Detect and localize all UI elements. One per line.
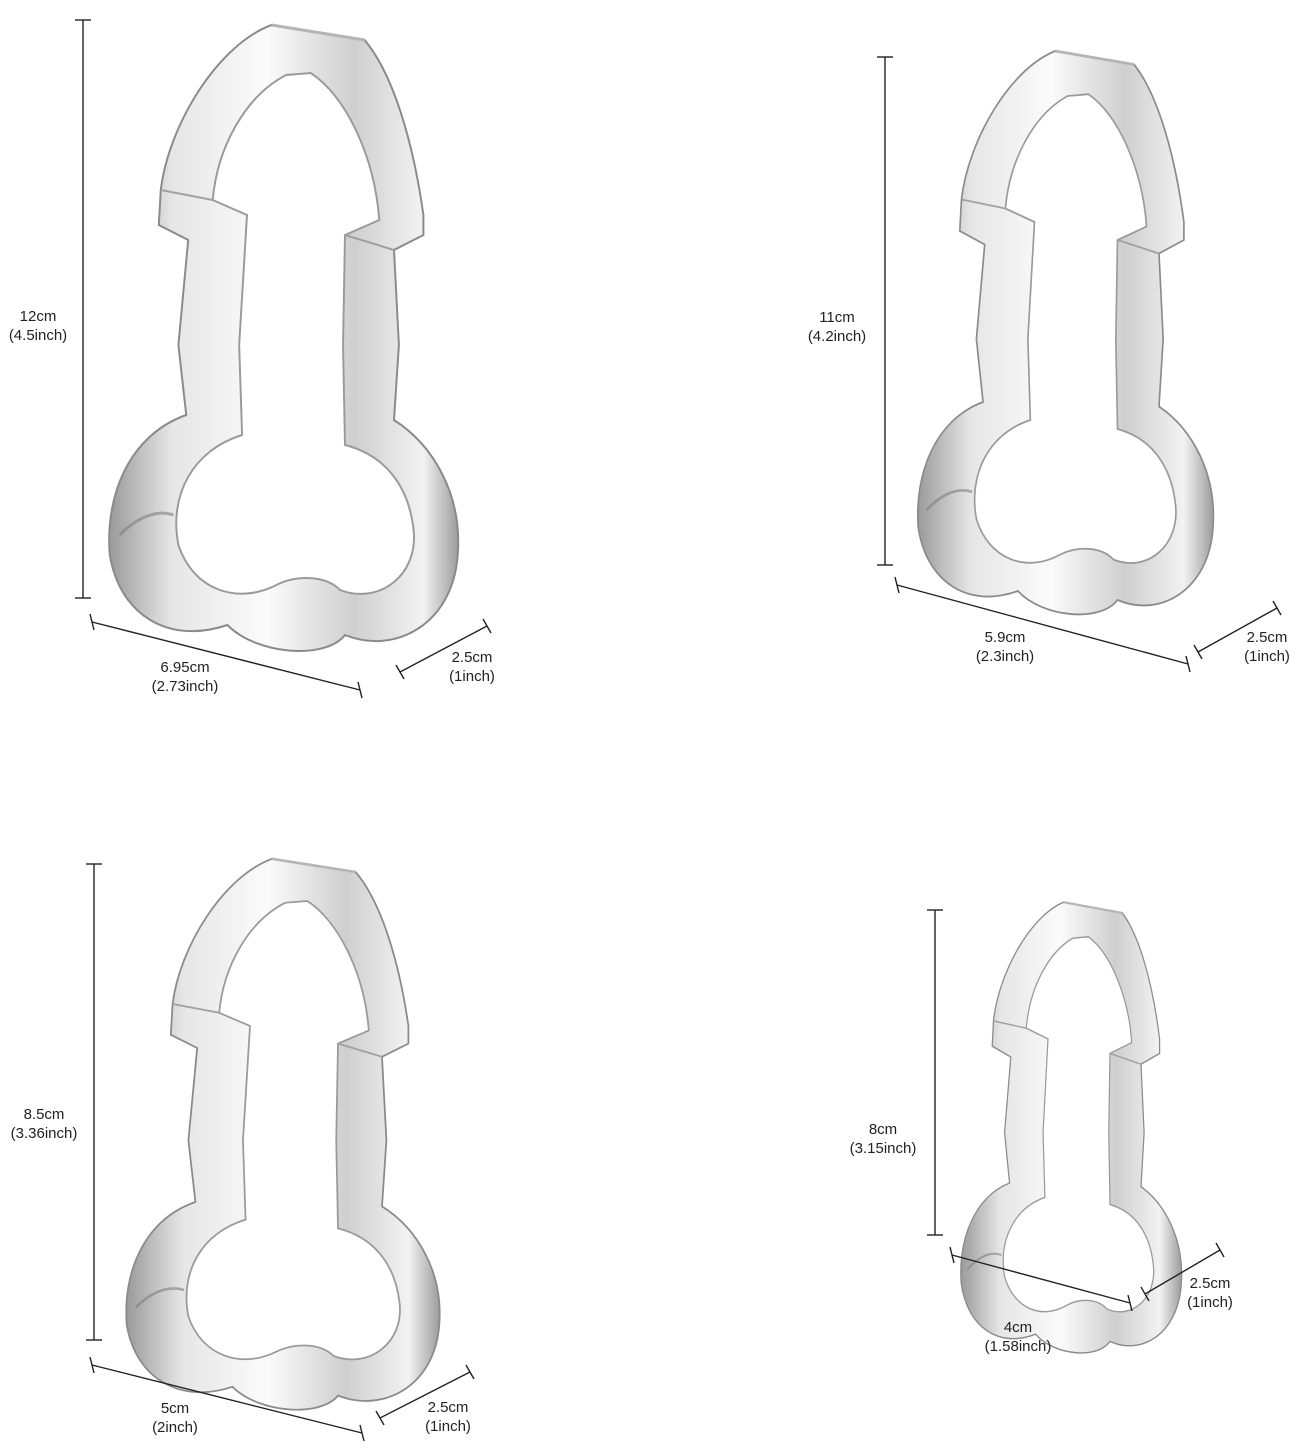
cutter-medium-depth-label: 2.5cm(1inch) (425, 1399, 471, 1435)
cutter-small-width-label: 4cm(1.58inch) (984, 1319, 1052, 1355)
cutter-small-image (959, 901, 1183, 1355)
cutter-medium-large-image (916, 49, 1215, 616)
cutter-large-width-label: 6.95cm(2.73inch) (151, 659, 219, 695)
cutter-large-depth-label: 2.5cm(1inch) (449, 649, 495, 685)
cutter-medium-image (124, 857, 441, 1412)
cutter-large-image (107, 23, 460, 653)
cutter-medium-large-width-label: 5.9cm(2.3inch) (975, 629, 1035, 665)
cutter-medium-width-label: 5cm(2inch) (152, 1400, 198, 1436)
cutter-small-height-label: 8cm(3.15inch) (849, 1121, 917, 1157)
cutter-medium-large-depth-label: 2.5cm(1inch) (1244, 629, 1290, 665)
cutter-medium-height-label: 8.5cm(3.36inch) (10, 1106, 78, 1142)
cutter-small-depth-label: 2.5cm(1inch) (1187, 1275, 1233, 1311)
cutter-large-height-label: 12cm(4.5inch) (8, 308, 68, 344)
dimension-lines (75, 19, 1282, 1442)
cutter-medium-large-height-label: 11cm(4.2inch) (807, 309, 867, 345)
